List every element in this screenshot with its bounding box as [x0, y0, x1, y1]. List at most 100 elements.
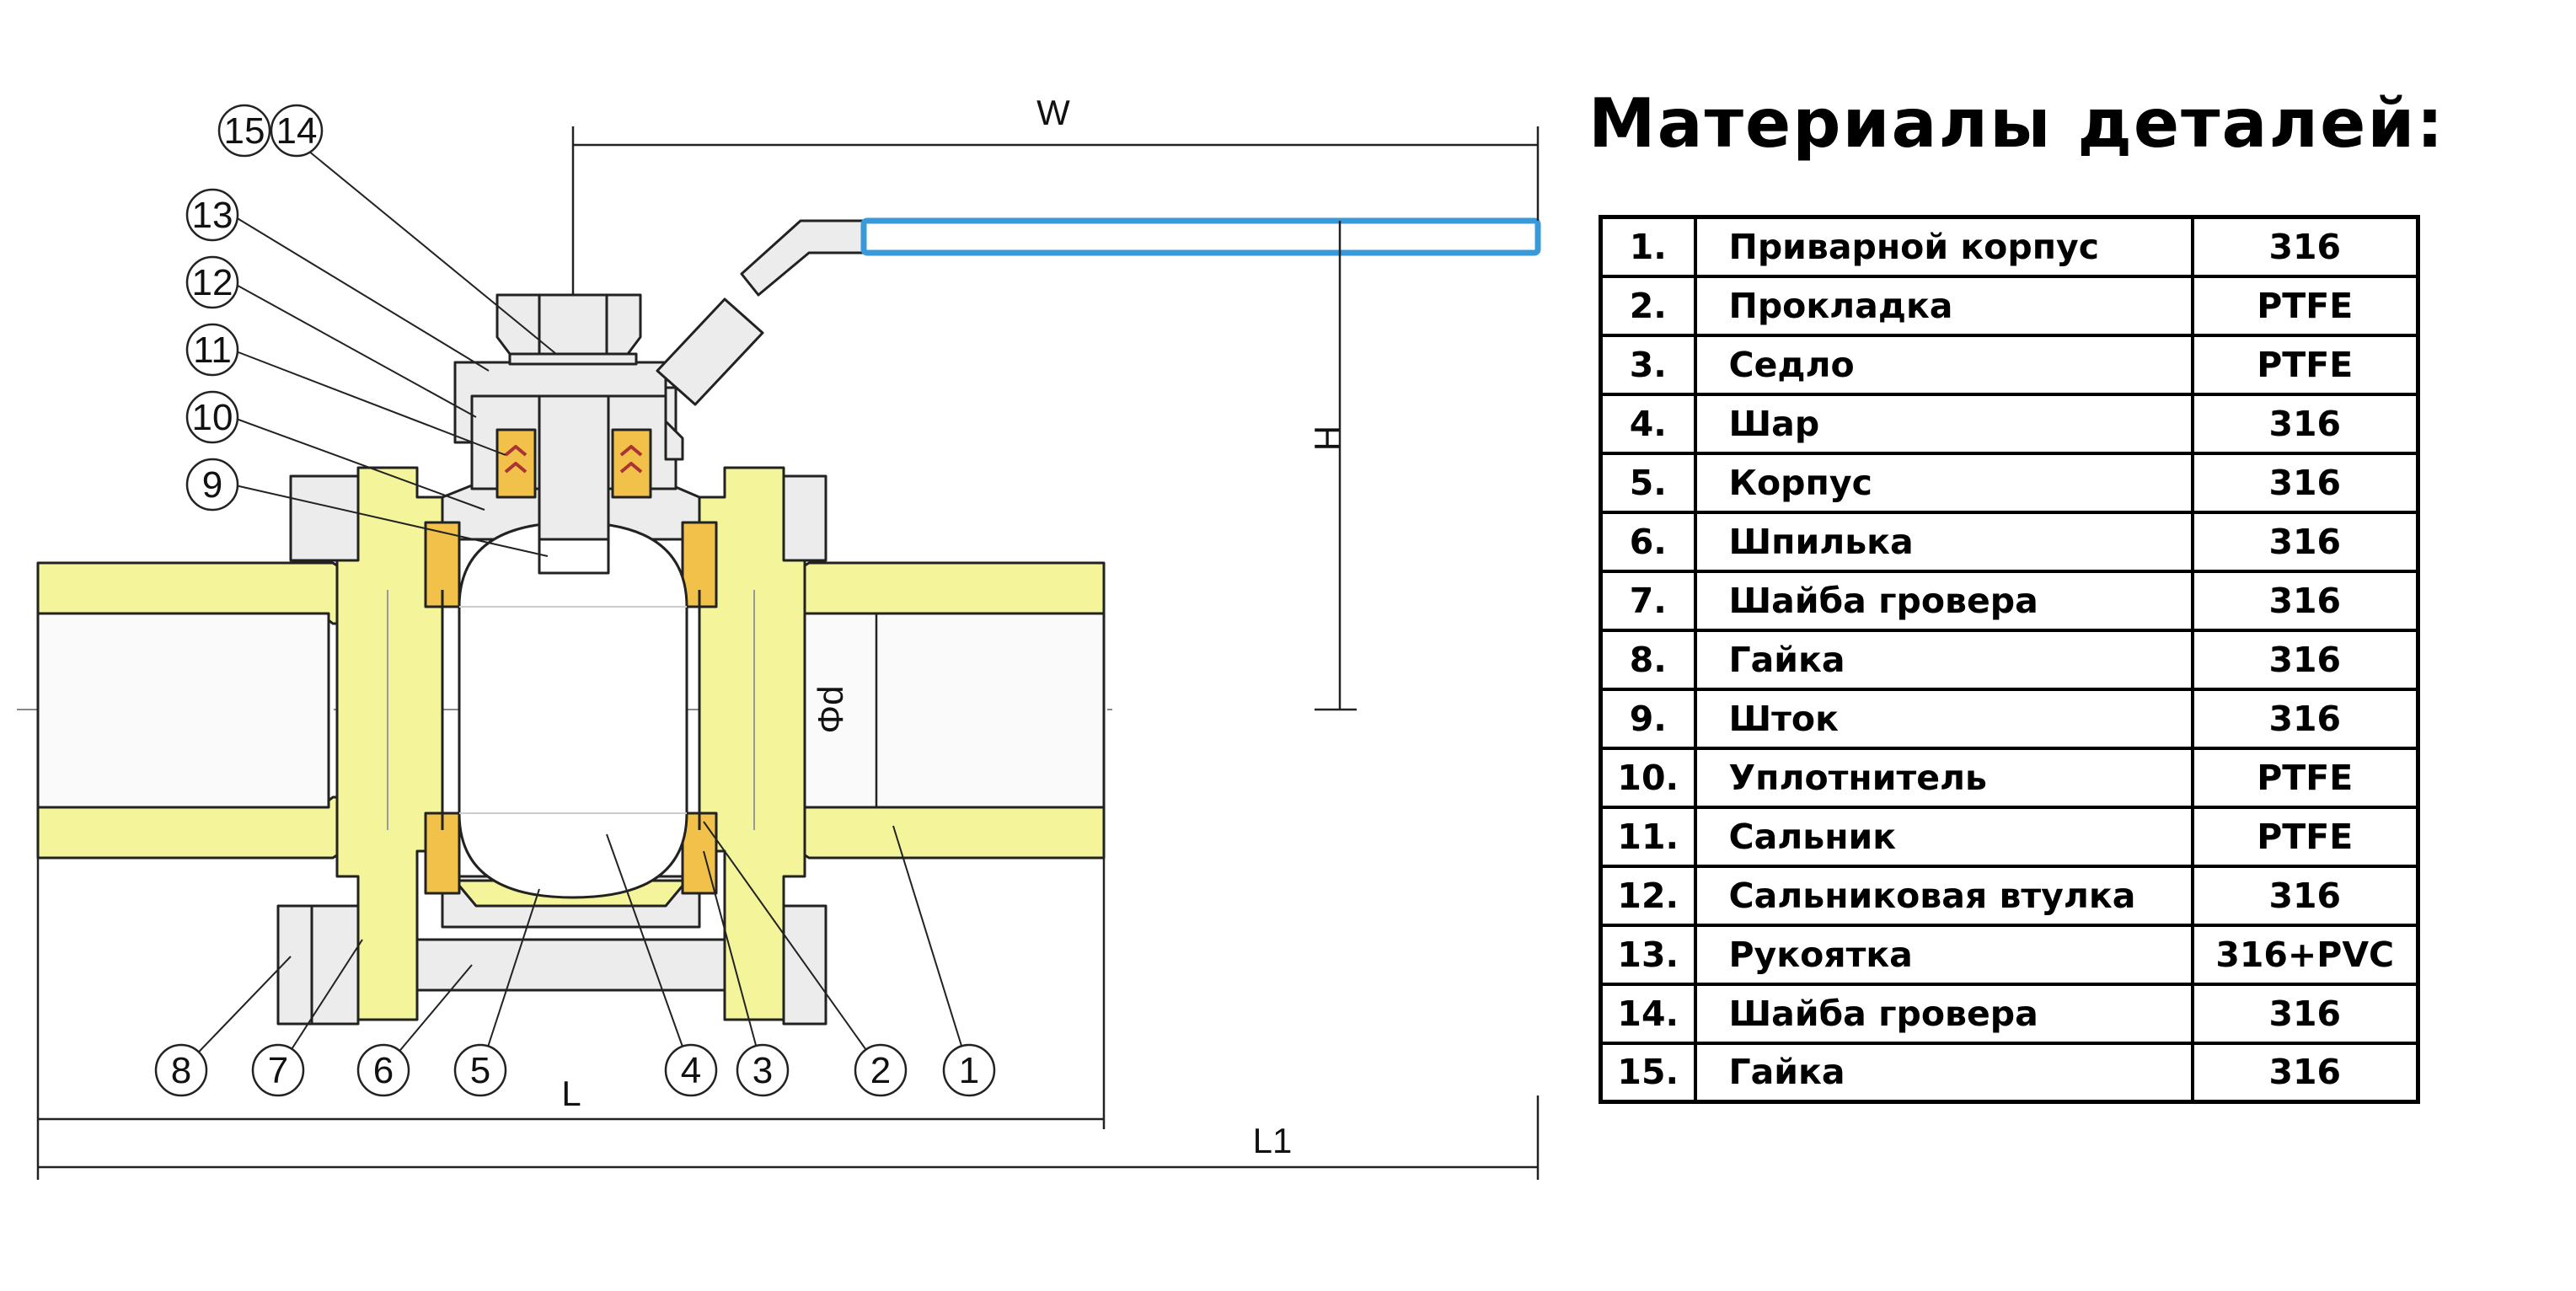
part-material-cell: 316+PVC: [2190, 923, 2420, 986]
callout-circle: [185, 390, 239, 444]
part-number-cell: 5.: [1599, 451, 1697, 514]
part-material-cell: PTFE: [2190, 274, 2420, 337]
part-number-cell: 14.: [1599, 982, 1697, 1045]
callout-number: 5: [470, 1050, 490, 1091]
part-number-cell: 9.: [1599, 687, 1697, 750]
callout-number: 7: [268, 1050, 288, 1091]
part-material-cell: 316: [2190, 569, 2420, 632]
callout-circle: [356, 1043, 410, 1097]
callout-number: 10: [192, 397, 233, 438]
part-name-cell: Уплотнитель: [1693, 746, 2194, 809]
seat-left: [424, 521, 461, 895]
callout-circle: [854, 1043, 908, 1097]
callout-number: 14: [276, 110, 318, 152]
part-material-cell: 316: [2190, 392, 2420, 455]
callout-circle: [185, 323, 239, 377]
callout-4: 4: [664, 1043, 718, 1097]
callout-number: 8: [171, 1050, 191, 1091]
part-material-cell: 316: [2190, 628, 2420, 691]
part-material-cell: 316: [2190, 982, 2420, 1045]
dim-d-label: Φd: [811, 686, 850, 734]
part-number-cell: 10.: [1599, 746, 1697, 809]
callout-number: 3: [752, 1050, 773, 1091]
callout-circle: [270, 104, 324, 158]
callout-number: 15: [224, 110, 265, 152]
callout-circle: [217, 104, 271, 158]
callout-number: 13: [192, 195, 233, 236]
part-material-cell: 316: [2190, 510, 2420, 573]
callout-11: 11: [185, 323, 239, 377]
callout-5: 5: [453, 1043, 507, 1097]
part-name-cell: Приварной корпус: [1693, 215, 2194, 278]
callout-10: 10: [185, 390, 239, 444]
part-material-cell: 316: [2190, 1041, 2420, 1104]
part-material-cell: PTFE: [2190, 746, 2420, 809]
callout-circle: [154, 1043, 208, 1097]
callout-6: 6: [356, 1043, 410, 1097]
part-name-cell: Сальник: [1693, 805, 2194, 868]
callout-8: 8: [154, 1043, 208, 1097]
part-number-cell: 11.: [1599, 805, 1697, 868]
dimension-lines: [36, 126, 1540, 1180]
callout-1: 1: [942, 1043, 996, 1097]
part-number-cell: 6.: [1599, 510, 1697, 573]
callout-circle: [251, 1043, 305, 1097]
callout-circle: [736, 1043, 790, 1097]
materials-title: Материалы деталей:: [1588, 84, 2445, 163]
handle: [453, 217, 1541, 461]
part-material-cell: 316: [2190, 451, 2420, 514]
weld-body-left: [36, 561, 415, 860]
callout-number: 6: [373, 1050, 394, 1091]
callout-number: 9: [202, 464, 222, 506]
part-name-cell: Шайба гровера: [1693, 569, 2194, 632]
part-name-cell: Гайка: [1693, 1041, 2194, 1104]
part-number-cell: 1.: [1599, 215, 1697, 278]
leader-lines: [180, 142, 970, 1071]
callout-7: 7: [251, 1043, 305, 1097]
part-number-cell: 3.: [1599, 333, 1697, 396]
stem-assembly: [470, 386, 677, 575]
part-material-cell: PTFE: [2190, 333, 2420, 396]
callout-3: 3: [736, 1043, 790, 1097]
part-name-cell: Шайба гровера: [1693, 982, 2194, 1045]
seat-right: [681, 521, 718, 895]
callout-circle: [664, 1043, 718, 1097]
part-material-cell: 316: [2190, 864, 2420, 927]
callout-14: 14: [270, 104, 324, 158]
part-number-cell: 15.: [1599, 1041, 1697, 1104]
part-number-cell: 2.: [1599, 274, 1697, 337]
callout-circle: [942, 1043, 996, 1097]
dim-l-label: L: [561, 1074, 581, 1113]
part-name-cell: Шток: [1693, 687, 2194, 750]
dim-w-label: W: [1036, 93, 1070, 132]
ball: [387, 521, 755, 899]
part-name-cell: Седло: [1693, 333, 2194, 396]
callout-circle: [185, 255, 239, 309]
part-number-cell: 4.: [1599, 392, 1697, 455]
part-name-cell: Шпилька: [1693, 510, 2194, 573]
part-number-cell: 13.: [1599, 923, 1697, 986]
top-nut: [495, 293, 642, 366]
callout-number: 2: [870, 1050, 891, 1091]
callout-circle: [185, 188, 239, 242]
part-number-cell: 12.: [1599, 864, 1697, 927]
part-name-cell: Гайка: [1693, 628, 2194, 691]
callout-2: 2: [854, 1043, 908, 1097]
callout-9: 9: [185, 458, 239, 512]
